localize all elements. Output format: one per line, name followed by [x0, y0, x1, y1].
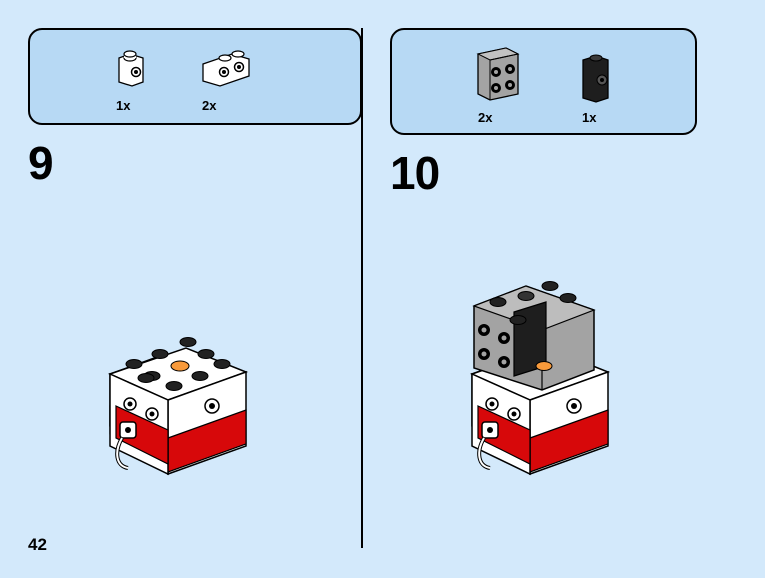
step-9-part-1-qty: 1x	[116, 98, 131, 113]
step-9-model-illustration	[107, 337, 249, 476]
white-bracket-1x1-icon	[118, 50, 144, 87]
step-9-part-2-qty: 2x	[202, 98, 217, 113]
page-number: 42	[28, 535, 47, 554]
gray-brick-2x2-studs-side-icon	[476, 47, 520, 101]
step-10-model-illustration	[469, 281, 611, 476]
step-10-part-2-qty: 1x	[582, 110, 597, 125]
white-bracket-1x2-icon	[202, 50, 250, 87]
page-divider	[361, 28, 363, 548]
step-10-part-1-qty: 2x	[478, 110, 493, 125]
step-9-number: 9	[28, 137, 54, 189]
black-brick-1x1-stud-side-icon	[582, 54, 609, 103]
step-10-number: 10	[390, 147, 440, 199]
step-10-parts-box: 2x 1x	[390, 28, 697, 135]
step-9-parts-box: 1x 2x	[28, 28, 362, 125]
